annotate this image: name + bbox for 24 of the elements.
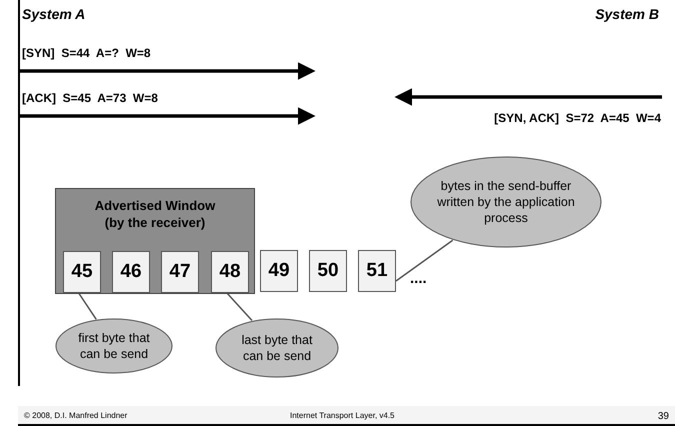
- system-label: System A: [22, 5, 86, 24]
- byte-cell: 48: [211, 251, 249, 293]
- page-number: 39: [658, 410, 669, 424]
- leader-line: [396, 240, 454, 282]
- byte-cell: 45: [63, 251, 101, 293]
- byte-cell: 49: [260, 250, 298, 292]
- footer-copyright: © 2008, D.I. Manfred Lindner: [24, 410, 128, 422]
- speech-bubble: last byte that can be send: [215, 318, 339, 378]
- byte-cell: 50: [309, 250, 347, 292]
- speech-bubble: first byte that can be send: [55, 318, 173, 374]
- system-label: System B: [595, 5, 659, 24]
- leader-line: [225, 292, 253, 322]
- segment-label: [SYN] S=44 A=? W=8: [22, 45, 151, 62]
- segment-label: [ACK] S=45 A=73 W=8: [22, 90, 158, 107]
- byte-cell: 46: [112, 251, 150, 293]
- segment-label: [SYN, ACK] S=72 A=45 W=4: [494, 110, 661, 127]
- leader-line: [77, 292, 97, 320]
- window-title: Advertised Window (by the receiver): [94, 197, 216, 231]
- window-frame: [55, 188, 255, 294]
- ellipsis: ....: [410, 269, 427, 289]
- footer-title: Internet Transport Layer, v4.5: [290, 410, 395, 422]
- speech-bubble: bytes in the send-buffer written by the application process: [410, 156, 602, 248]
- byte-cell: 47: [161, 251, 199, 293]
- byte-cell: 51: [358, 250, 396, 292]
